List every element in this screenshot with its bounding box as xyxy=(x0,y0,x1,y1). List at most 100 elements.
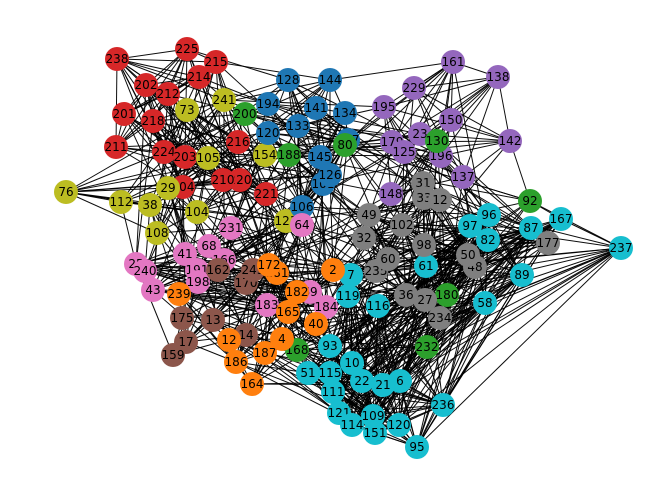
node-circle xyxy=(333,101,357,125)
graph-node: 159 xyxy=(161,343,185,367)
graph-node: 58 xyxy=(473,291,497,315)
node-circle xyxy=(387,413,411,437)
node-circle xyxy=(134,73,158,97)
node-label: 126 xyxy=(319,168,342,182)
graph-node: 32 xyxy=(352,226,376,250)
graph-edge xyxy=(350,199,441,276)
graph-node: 150 xyxy=(439,108,463,132)
node-circle xyxy=(109,190,133,214)
graph-edge xyxy=(116,58,217,63)
node-circle xyxy=(152,140,176,164)
graph-edge xyxy=(212,319,331,347)
graph-edge xyxy=(152,289,237,363)
node-circle xyxy=(206,258,230,282)
node-circle xyxy=(451,165,475,189)
node-circle xyxy=(290,195,314,219)
graph-node: 38 xyxy=(138,193,162,217)
node-circle xyxy=(256,121,280,145)
graph-edge xyxy=(398,274,523,426)
node-circle xyxy=(138,193,162,217)
graph-node: 211 xyxy=(104,135,128,159)
graph-edge xyxy=(186,109,224,181)
node-label: 130 xyxy=(426,134,449,148)
graph-edge xyxy=(403,151,532,229)
graph-edge xyxy=(442,302,486,406)
graph-node: 133 xyxy=(286,114,310,138)
graph-node: 10 xyxy=(340,351,364,375)
node-circle xyxy=(286,114,310,138)
graph-edge xyxy=(442,227,532,406)
graph-node: 237 xyxy=(609,236,633,260)
node-label: 106 xyxy=(291,200,314,214)
node-label: 133 xyxy=(287,119,310,133)
graph-node: 224 xyxy=(152,140,176,164)
graph-edge xyxy=(315,294,407,325)
graph-node: 144 xyxy=(318,68,342,92)
node-label: 43 xyxy=(145,283,160,297)
graph-node: 120 xyxy=(387,413,411,437)
node-label: 73 xyxy=(179,103,194,117)
graph-edge xyxy=(65,151,165,193)
graph-edge xyxy=(462,176,486,304)
node-label: 32 xyxy=(356,231,371,245)
graph-node: 240 xyxy=(133,259,157,283)
graph-node: 29 xyxy=(156,176,180,200)
graph-edge xyxy=(529,200,622,249)
graph-node: 202 xyxy=(134,73,158,97)
graph-node: 167 xyxy=(549,207,573,231)
node-label: 142 xyxy=(499,134,522,148)
node-label: 234 xyxy=(429,311,452,325)
graph-node: 239 xyxy=(167,282,191,306)
node-label: 108 xyxy=(146,226,169,240)
graph-node: 177 xyxy=(536,231,560,255)
graph-edge xyxy=(265,193,268,306)
node-circle xyxy=(133,259,157,283)
node-circle xyxy=(405,435,429,459)
node-label: 224 xyxy=(153,145,176,159)
graph-node: 165 xyxy=(276,300,300,324)
graph-node: 7 xyxy=(339,263,363,287)
node-circle xyxy=(439,108,463,132)
node-label: 49 xyxy=(361,208,376,222)
node-circle xyxy=(141,278,165,302)
graph-edge xyxy=(440,76,499,157)
node-circle xyxy=(170,306,194,330)
graph-edge xyxy=(65,191,158,234)
node-label: 12 xyxy=(432,193,447,207)
node-label: 76 xyxy=(58,185,73,199)
node-circle xyxy=(425,129,449,153)
node-circle xyxy=(185,200,209,224)
graph-node: 198 xyxy=(186,270,210,294)
node-circle xyxy=(270,327,294,351)
graph-edge xyxy=(235,361,309,374)
node-circle xyxy=(321,258,345,282)
node-label: 105 xyxy=(197,151,220,165)
graph-edge xyxy=(332,139,349,271)
graph-edge xyxy=(347,274,523,297)
node-label: 41 xyxy=(177,247,192,261)
node-circle xyxy=(141,109,165,133)
graph-node: 60 xyxy=(376,247,400,271)
graph-node: 97 xyxy=(458,214,482,238)
graph-node: 95 xyxy=(405,435,429,459)
node-circle xyxy=(276,68,300,92)
graph-edge xyxy=(115,58,118,148)
node-label: 12 xyxy=(221,333,236,347)
node-circle xyxy=(240,372,264,396)
graph-edge xyxy=(215,61,331,81)
node-circle xyxy=(304,312,328,336)
node-label: 175 xyxy=(171,311,194,325)
node-label: 188 xyxy=(278,148,301,162)
node-label: 164 xyxy=(241,377,264,391)
node-label: 6 xyxy=(396,374,404,388)
graph-edge xyxy=(296,291,309,374)
node-label: 98 xyxy=(416,238,431,252)
node-circle xyxy=(257,253,281,277)
graph-node: 68 xyxy=(197,234,221,258)
node-circle xyxy=(476,228,500,252)
node-label: 104 xyxy=(186,205,209,219)
graph-node: 187 xyxy=(253,341,277,365)
node-circle xyxy=(340,351,364,375)
node-label: 186 xyxy=(225,355,248,369)
node-label: 125 xyxy=(393,145,416,159)
